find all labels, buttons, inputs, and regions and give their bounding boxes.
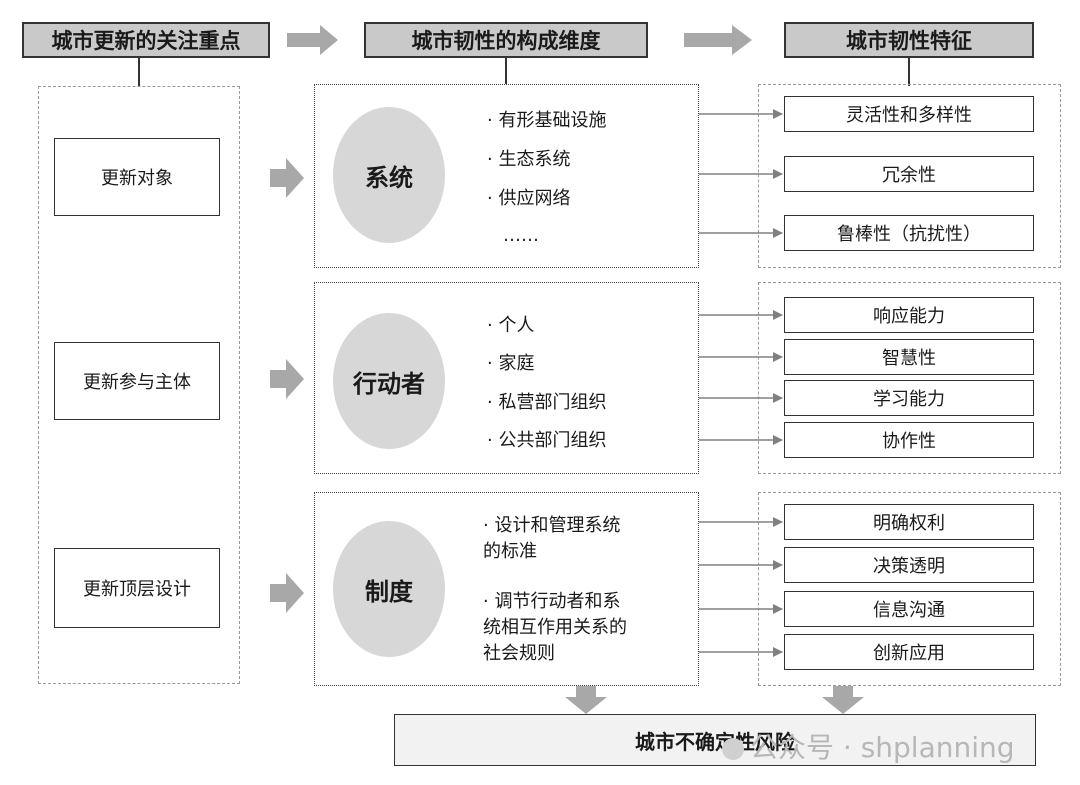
focus-item-object: 更新对象 [54,138,220,216]
dimension-bullet: · 有形基础设施 [487,110,607,131]
focus-item-toplevel: 更新顶层设计 [54,548,220,628]
trait-box: 鲁棒性（抗扰性） [784,215,1034,251]
watermark: 公众号 · shplanning [722,726,1015,766]
trait-box: 创新应用 [784,634,1034,670]
focus-block-arrow [270,158,304,198]
header-block-arrow [287,25,338,55]
trait-box: 响应能力 [784,297,1034,333]
focus-block-arrow [270,573,304,613]
dimension-bullet: · 公共部门组织 [487,430,607,451]
header-connector [138,58,140,86]
dimension-panel-system: 系统 · 有形基础设施 · 生态系统 · 供应网络 …… [314,84,699,268]
trait-box: 冗余性 [784,156,1034,192]
header-focus: 城市更新的关注重点 [22,22,270,58]
trait-box: 智慧性 [784,339,1034,375]
dimension-bullet: · 生态系统 [487,149,571,170]
trait-box: 信息沟通 [784,591,1034,627]
trait-box: 协作性 [784,422,1034,458]
dimension-panel-actors: 行动者 · 个人 · 家庭 · 私营部门组织 · 公共部门组织 [314,282,699,474]
dimension-ellipse: 制度 [333,521,445,657]
dimension-bullet: …… [503,225,539,246]
header-connector [908,58,910,86]
header-traits: 城市韧性特征 [784,22,1034,58]
trait-group-actors [758,282,1061,474]
dimension-ellipse: 行动者 [333,313,445,449]
focus-group [38,86,240,684]
down-block-arrow [565,686,607,714]
focus-item-participants: 更新参与主体 [54,342,220,420]
trait-group-institutions [758,492,1061,686]
wechat-icon [722,738,744,760]
dimension-panel-institutions: 制度 · 设计和管理系统 的标准 · 调节行动者和系 统相互作用关系的 社会规则 [314,492,699,686]
trait-box: 决策透明 [784,547,1034,583]
uncertainty-risk-box: 城市不确定性风险 [394,714,1036,766]
dimension-bullet: · 私营部门组织 [487,392,607,413]
header-dimensions: 城市韧性的构成维度 [364,22,648,58]
header-connector [505,58,507,84]
header-block-arrow [684,25,752,55]
dimension-bullet: · 个人 [487,315,535,336]
focus-block-arrow [270,359,304,399]
trait-box: 学习能力 [784,380,1034,416]
trait-box: 灵活性和多样性 [784,96,1034,132]
dimension-bullet: · 调节行动者和系 统相互作用关系的 社会规则 [483,591,627,664]
dimension-bullet: · 家庭 [487,353,535,374]
dimension-ellipse: 系统 [333,107,445,243]
trait-group-system [758,84,1061,268]
dimension-bullet: · 供应网络 [487,188,571,209]
dimension-bullet: · 设计和管理系统 的标准 [483,515,621,562]
trait-box: 明确权利 [784,504,1034,540]
down-block-arrow [822,686,864,714]
